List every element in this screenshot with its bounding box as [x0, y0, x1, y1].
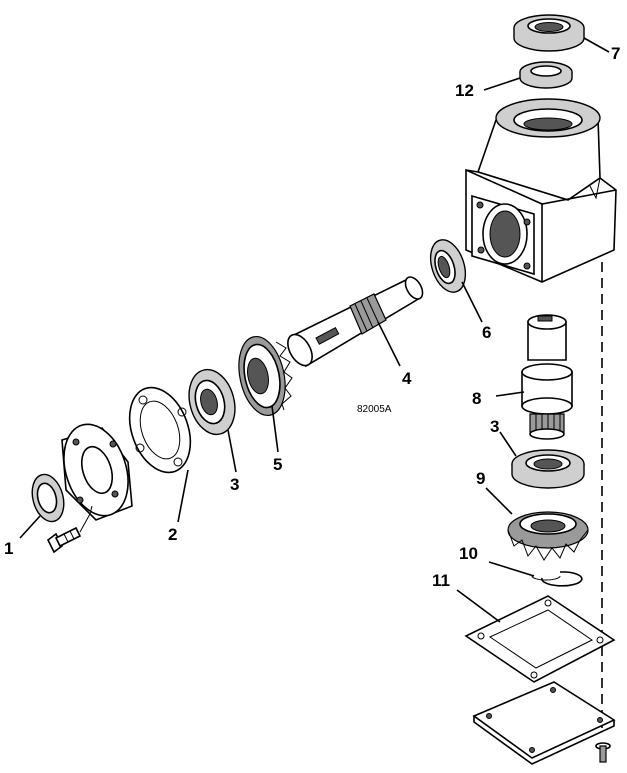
- callout-11: 11: [432, 571, 450, 590]
- part-10-snap-ring: [531, 571, 583, 587]
- part-5-bevel-gear: [238, 336, 293, 416]
- part-3-bearing-right: [511, 449, 585, 489]
- callout-1: 1: [4, 539, 13, 558]
- callout-7: 7: [611, 44, 620, 63]
- callout-2: 2: [168, 525, 177, 544]
- part-12-seal: [519, 61, 573, 89]
- callout-4: 4: [402, 369, 412, 388]
- part-8-pinion-shaft: [521, 314, 573, 440]
- part-7-bearing: [513, 14, 585, 52]
- flange-plate: [61, 423, 133, 521]
- callout-9: 9: [476, 469, 485, 488]
- callout-5: 5: [273, 455, 282, 474]
- callout-6: 6: [482, 323, 491, 342]
- leader-lines: [19, 37, 610, 623]
- part-9-bevel-gear: [507, 511, 589, 561]
- callout-12: 12: [455, 81, 474, 100]
- part-2-gasket: [128, 386, 192, 474]
- gearbox-housing: [465, 98, 617, 283]
- cover-screw: [595, 742, 611, 763]
- callout-3-right: 3: [490, 417, 499, 436]
- part-3-bearing-left: [188, 368, 236, 436]
- callout-3-left: 3: [230, 475, 239, 494]
- callout-labels: 7 12 6 4 8 3 5 3 9 2 1 10 11 82005A: [4, 44, 620, 590]
- drawing-code: 82005A: [357, 404, 392, 415]
- bottom-cover-plate: [472, 681, 616, 765]
- part-1-seal: [31, 473, 65, 523]
- part-11-gasket: [464, 595, 616, 683]
- flange-bolt: [46, 505, 93, 554]
- callout-10: 10: [459, 544, 478, 563]
- part-4-shaft: [287, 276, 424, 368]
- part-6-bearing: [429, 239, 467, 293]
- callout-8: 8: [472, 389, 481, 408]
